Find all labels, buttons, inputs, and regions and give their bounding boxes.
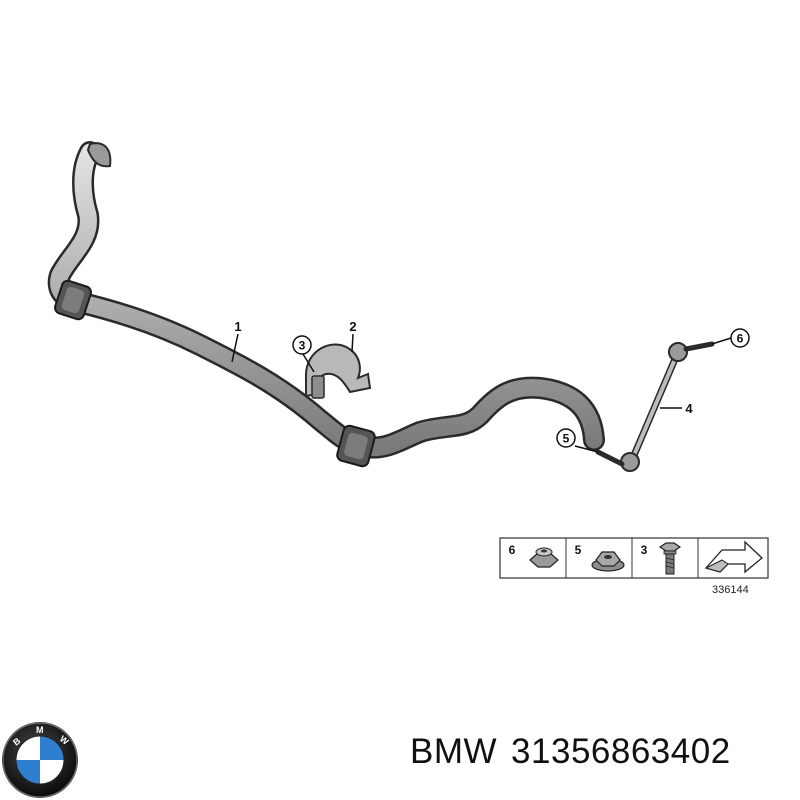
logo-letter-m: M (36, 725, 44, 735)
drawing-number: 336144 (712, 584, 749, 596)
part-number: 31356863402 (511, 732, 731, 771)
direction-arrow-icon (704, 540, 763, 574)
callout-6-circle: 6 (730, 328, 750, 348)
flange-nut-icon (591, 551, 625, 572)
leader-lines (231, 333, 732, 453)
callout-6: 6 (737, 332, 744, 346)
callout-2: 2 (349, 319, 356, 334)
bar-bushing-left (54, 279, 92, 321)
callout-5: 5 (563, 432, 570, 446)
callout-4: 4 (685, 401, 693, 416)
callout-5-circle: 5 (556, 428, 576, 448)
collar-nut-icon (529, 547, 559, 568)
mounting-bracket (305, 343, 372, 399)
bmw-logo: B M W (2, 722, 78, 798)
callout-3: 3 (299, 339, 306, 353)
stabilizer-link (595, 341, 715, 472)
legend-number-6: 6 (509, 543, 516, 557)
hardware-legend: 6 5 3 (499, 537, 769, 579)
bar-bushing-right (336, 424, 376, 468)
callout-1: 1 (234, 319, 241, 334)
legend-number-5: 5 (575, 543, 582, 557)
stabilizer-bar (47, 141, 605, 459)
brand-name: BMW (410, 732, 498, 771)
bolt-icon (658, 542, 682, 575)
legend-number-3: 3 (641, 543, 648, 557)
callout-3-circle: 3 (292, 335, 312, 355)
part-caption: BMW 31356863402 (410, 732, 731, 772)
logo-letter-b: B (11, 735, 23, 747)
